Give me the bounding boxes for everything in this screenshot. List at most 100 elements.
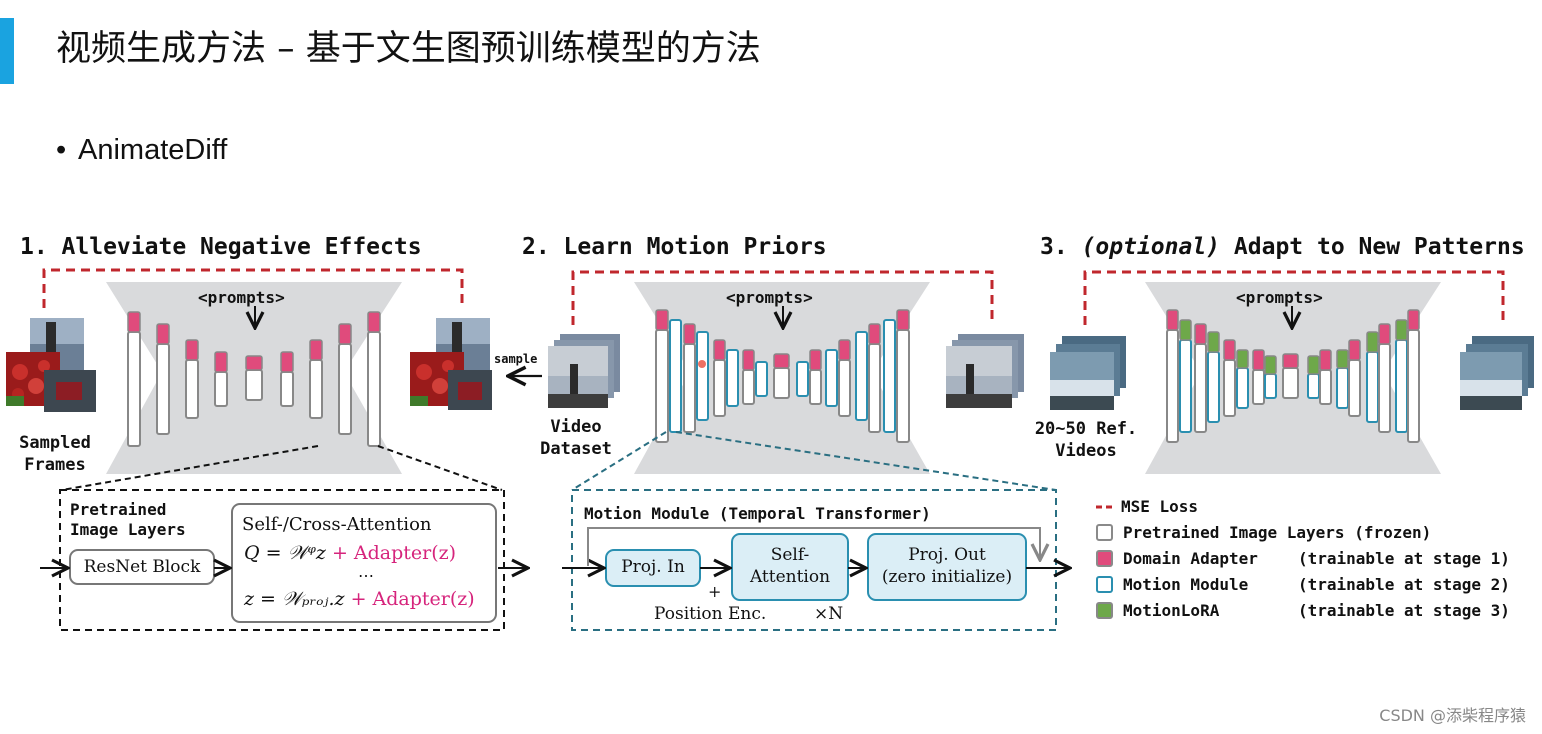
motion-layer	[755, 361, 768, 397]
label-line: Pretrained	[70, 500, 167, 519]
legend-swatch	[1096, 550, 1113, 567]
adapter-layer	[868, 323, 881, 345]
cursor-dot	[698, 360, 706, 368]
frozen-layer	[245, 369, 263, 401]
label-line: (zero initialize)	[881, 567, 1013, 587]
motion-layer	[1236, 367, 1249, 409]
frozen-layer	[1378, 343, 1391, 433]
motion-layer	[1395, 339, 1408, 433]
zoom-line-motion-right	[675, 431, 1057, 491]
adapter-layer	[1166, 309, 1179, 331]
sample-label: sample	[494, 352, 538, 366]
stage2-title: 2. Learn Motion Priors	[522, 234, 827, 260]
frozen-layer	[655, 329, 669, 443]
slide-title: 视频生成方法 – 基于文生图预训练模型的方法	[56, 29, 761, 69]
zoom-line-right	[377, 445, 503, 491]
adapter-layer	[809, 349, 822, 371]
legend-stage: (trainable at stage 2)	[1298, 575, 1510, 594]
frozen-layer	[185, 359, 199, 419]
frozen-layer	[367, 331, 381, 447]
adapter-layer	[245, 355, 263, 371]
adapter-layer	[1282, 353, 1299, 369]
adapter-layer	[280, 351, 294, 373]
frozen-layer	[868, 343, 881, 433]
label-line: Self-	[770, 545, 810, 565]
caption-line: 20~50 Ref.	[1034, 419, 1138, 439]
caption-line: Videos	[1055, 441, 1117, 461]
adapter-layer	[367, 311, 381, 333]
frozen-layer	[338, 343, 352, 435]
adapter-layer	[1407, 309, 1420, 331]
bullet-item: • AnimateDiff	[56, 134, 227, 167]
adapter-layer	[338, 323, 352, 345]
stage2-layers	[655, 309, 910, 443]
frozen-layer	[1348, 359, 1361, 417]
motion-layer	[669, 319, 682, 433]
adapter-layer	[655, 309, 669, 331]
adapter-layer	[214, 351, 228, 373]
watermark: CSDN @添柴程序猿	[1379, 706, 1526, 725]
adapter-layer	[156, 323, 170, 345]
frozen-layer	[773, 367, 790, 399]
adapter-layer	[1223, 339, 1236, 361]
caption-line: Dataset	[540, 439, 612, 459]
bullet-dot: •	[56, 134, 67, 166]
stage3-title-num: 3.	[1040, 234, 1068, 260]
frozen-layer	[1282, 367, 1299, 399]
adapter-layer	[1252, 349, 1265, 371]
legend-stage: (trainable at stage 3)	[1298, 601, 1510, 620]
frozen-layer	[713, 359, 726, 417]
bullet-text: AnimateDiff	[78, 134, 228, 166]
motion-layer	[1336, 367, 1349, 409]
attention-title: Self-/Cross-Attention	[242, 514, 432, 535]
stage3-title: 3. (optional) Adapt to New Patterns	[1040, 234, 1525, 260]
adapter-layer	[1319, 349, 1332, 371]
prompts-label: <prompts>	[726, 288, 813, 307]
adapter-layer	[185, 339, 199, 361]
frozen-layer	[1223, 359, 1236, 417]
stage1-layers	[127, 311, 381, 447]
lora-layer	[1307, 355, 1320, 375]
motion-layer	[696, 331, 709, 421]
motion-module-title: Motion Module (Temporal Transformer)	[584, 504, 931, 523]
adapter-layer	[309, 339, 323, 361]
caption-line: Frames	[24, 455, 86, 475]
attention-box	[231, 503, 497, 623]
frozen-layer	[838, 359, 851, 417]
frozen-layer	[809, 369, 822, 405]
caption-line: Sampled	[19, 433, 91, 453]
stage2-output-image	[946, 334, 1024, 408]
prompts-label: <prompts>	[1236, 288, 1323, 307]
frozen-layer	[683, 343, 696, 433]
stage1-title: 1. Alleviate Negative Effects	[20, 234, 422, 260]
adapter-layer	[742, 349, 755, 371]
label-line: Proj. Out	[908, 545, 986, 565]
adapter-layer	[683, 323, 696, 345]
lora-layer	[1236, 349, 1249, 369]
equation-query: Q = 𝒲ᵠz + Adapter(z)	[244, 542, 456, 564]
caption-line: Video	[550, 417, 602, 437]
zoom-line-left	[61, 445, 319, 491]
motion-layer	[796, 361, 809, 397]
mse-loss-bracket-stage3	[1083, 270, 1505, 325]
frozen-layer	[1166, 329, 1179, 443]
frozen-layer	[1252, 369, 1265, 405]
adapter-layer	[1348, 339, 1361, 361]
frozen-layer	[127, 331, 141, 447]
adapter-layer	[713, 339, 726, 361]
motion-layer	[1207, 351, 1220, 423]
title-accent-bar	[0, 18, 14, 84]
frozen-layer	[742, 369, 755, 405]
legend-swatch	[1096, 524, 1113, 541]
equation-query-main: Q = 𝒲ᵠz	[244, 542, 326, 564]
frozen-layer	[1194, 343, 1207, 433]
legend-label: MSE Loss	[1121, 497, 1199, 516]
legend-motion-lora: MotionLoRA(trainable at stage 3)	[1096, 601, 1510, 620]
self-attention-label: Self-Attention	[732, 544, 848, 588]
legend-motion-module: Motion Module(trainable at stage 2)	[1096, 575, 1510, 594]
stage3-title-optional: (optional)	[1081, 234, 1221, 260]
frozen-layer	[896, 329, 910, 443]
stage3-title-rest: Adapt to New Patterns	[1233, 234, 1525, 260]
